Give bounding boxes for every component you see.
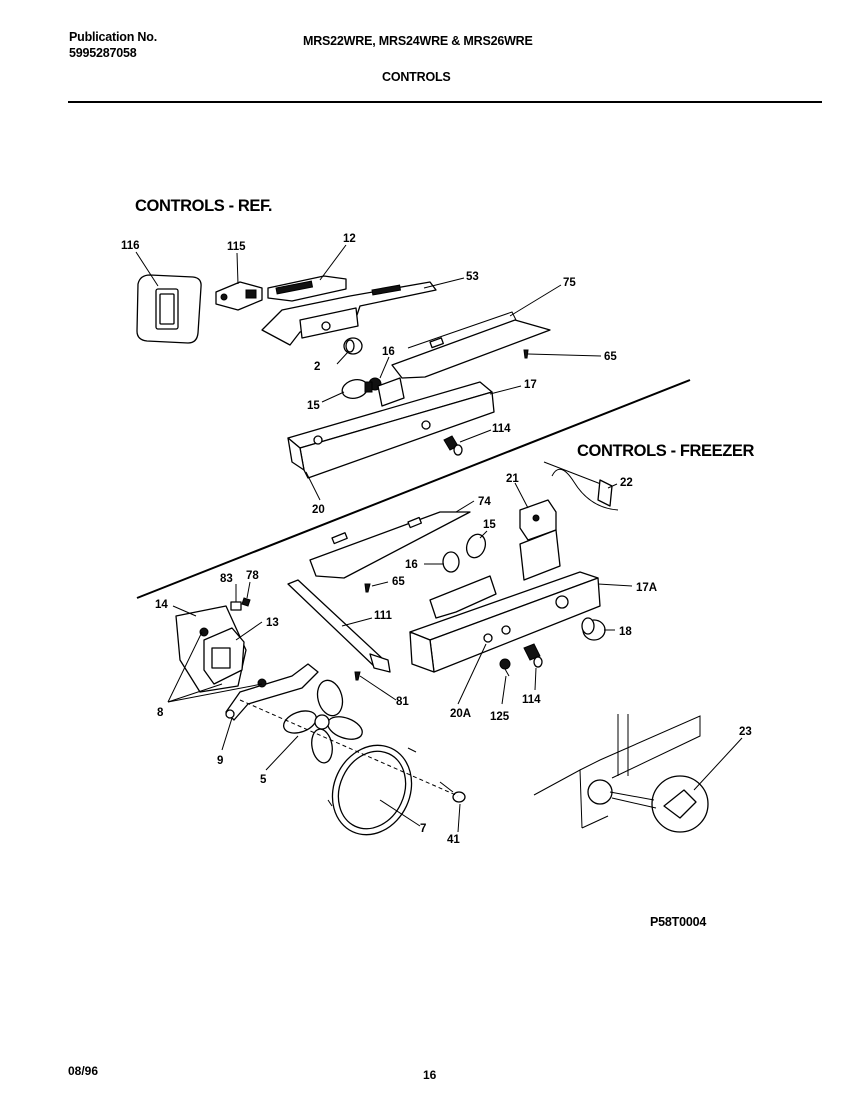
callout: 115 (227, 241, 246, 253)
part-5-fan-blade (283, 679, 363, 764)
callout: 81 (396, 696, 409, 708)
part-23-cabinet-inset (533, 714, 709, 833)
callout: 5 (260, 774, 267, 786)
part-83-78-clip (230, 597, 251, 611)
callout: 78 (246, 570, 259, 582)
callout: 83 (220, 573, 233, 585)
callout: 20 (312, 504, 325, 516)
callout: 18 (619, 626, 632, 638)
part-17A-freezer-panel (409, 529, 601, 673)
callout: 53 (466, 271, 479, 283)
part-7-fan-shroud (327, 744, 417, 836)
callout: 23 (739, 726, 752, 738)
part-18-knob (581, 617, 606, 641)
callout: 74 (478, 496, 491, 508)
callout: 2 (314, 361, 320, 373)
part-41-screw (439, 781, 466, 803)
callout: 16 (382, 346, 395, 358)
part-15-bulb (341, 379, 373, 399)
callout: 65 (604, 351, 617, 363)
footer-date: 08/96 (68, 1064, 99, 1078)
callout: 15 (483, 519, 496, 531)
part-81-screw (354, 671, 361, 681)
part-74-shield (309, 511, 471, 579)
callout: 125 (490, 711, 510, 723)
callout: 20A (450, 708, 471, 720)
page-section-title: CONTROLS (382, 70, 451, 84)
part-115-bracket (215, 281, 263, 311)
part-75-shield (391, 311, 551, 379)
diagram-id: P58T0004 (650, 915, 707, 929)
part-53-control-housing (261, 281, 437, 346)
part-12-light-switch (267, 275, 347, 302)
leader-lines (135, 244, 743, 833)
callout: 65 (392, 576, 405, 588)
callout: 12 (343, 233, 356, 245)
callout: 16 (405, 559, 418, 571)
callout: 14 (155, 599, 168, 611)
callout: 116 (121, 240, 140, 252)
callout: 17A (636, 582, 657, 594)
callout: 111 (374, 610, 393, 622)
callout: 7 (420, 823, 426, 835)
callout: 114 (522, 694, 541, 706)
part-17-control-panel (287, 377, 495, 479)
freezer-controls-title: CONTROLS - FREEZER (577, 442, 755, 460)
header-divider (68, 101, 822, 103)
callout: 13 (266, 617, 279, 629)
publication-number: 5995287058 (69, 46, 137, 60)
callout: 75 (563, 277, 576, 289)
part-2-knob (343, 337, 363, 355)
callout: 22 (620, 477, 633, 489)
part-8-mounting-bracket (225, 663, 319, 721)
callout: 9 (217, 755, 223, 767)
part-65-screw (523, 349, 529, 359)
callout: 15 (307, 400, 320, 412)
part-13-fan-motor (203, 627, 245, 685)
model-numbers: MRS22WRE, MRS24WRE & MRS26WRE (303, 34, 533, 48)
part-125-pin (499, 658, 511, 677)
part-114-freezer-knob (523, 643, 543, 668)
part-114-thermostat-knob (443, 435, 463, 456)
page-number: 16 (423, 1068, 437, 1082)
callout: 41 (447, 834, 460, 846)
assembly-dash-line (239, 699, 459, 797)
callout: 114 (492, 423, 511, 435)
callout-labels: 116 115 12 53 75 2 16 15 17 65 114 20 21… (121, 233, 752, 846)
part-16-freezer-socket (442, 551, 460, 573)
part-111-damper-rod (287, 579, 391, 673)
callout: 17 (524, 379, 537, 391)
ref-controls-title: CONTROLS - REF. (135, 197, 272, 215)
part-15-freezer-bulb (465, 533, 487, 559)
callout: 21 (506, 473, 519, 485)
part-65-freezer-screw (364, 583, 371, 593)
part-22-sensor-tube (543, 461, 619, 511)
part-116-light-shield (136, 274, 202, 344)
callout: 8 (157, 707, 164, 719)
publication-label: Publication No. (69, 30, 157, 44)
section-divider-line (136, 379, 691, 599)
